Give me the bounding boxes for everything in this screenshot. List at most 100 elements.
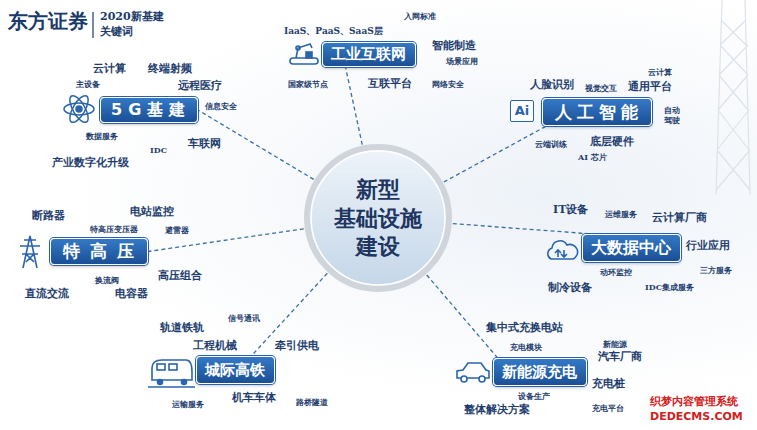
keyword: 充电模块 (510, 343, 542, 352)
keyword: 场景应用 (446, 57, 478, 66)
keyword: 数据服务 (86, 132, 118, 141)
keyword: 云计算 (93, 63, 126, 76)
keyword: IDC集成服务 (645, 283, 694, 292)
node-text: 特高压 (63, 240, 144, 263)
keyword: 制冷设备 (548, 282, 592, 295)
watermark: 织梦内容管理系统 (650, 396, 738, 409)
keyword: 避雷器 (165, 226, 189, 235)
background-tower (716, 0, 750, 195)
node-text: 人工智能 (555, 101, 643, 124)
dashed-connector (251, 273, 327, 356)
train-icon (148, 386, 195, 388)
keyword: 新能源 (603, 340, 627, 349)
keyword: 充电平台 (592, 404, 624, 413)
atom-icon (66, 93, 91, 125)
cloud-icon (548, 241, 578, 259)
factory-robot-icon (306, 52, 312, 58)
factory-robot-icon (296, 46, 300, 50)
car-icon (461, 376, 467, 382)
keyword: 主设备 (76, 80, 100, 89)
keyword: 自动 驾驶 (664, 106, 682, 125)
keyword: 入网标准 (404, 12, 436, 21)
pylon-icon (20, 236, 40, 268)
train-icon (148, 360, 195, 387)
category-box: 特高压 (50, 238, 148, 265)
car-icon (457, 363, 489, 378)
keyword: 终端射频 (148, 63, 192, 76)
keyword: 电容器 (115, 288, 148, 301)
cloud-icon (548, 241, 578, 259)
keyword: 高压组合 (158, 270, 202, 283)
keyword: 机车车体 (232, 392, 276, 405)
category-box: 5G基建 (100, 97, 198, 123)
node-text: 城际高铁 (205, 361, 265, 380)
car-icon (457, 363, 489, 382)
keyword: 行业应用 (686, 240, 730, 253)
keyword: 汽车厂商 (598, 351, 642, 364)
node-text: 工业互联网 (331, 45, 406, 64)
keyword: 运输服务 (172, 400, 204, 409)
category-box: 工业互联网 (322, 42, 416, 67)
keyword: 动环监控 (600, 268, 632, 277)
keyword: 特高压变压器 (90, 225, 138, 234)
atom-icon (64, 93, 94, 125)
keyword: 产业数字化升级 (52, 157, 129, 170)
watermark: DEDECMS.COM (650, 411, 743, 424)
keyword: 互联平台 (368, 78, 412, 91)
car-icon (479, 376, 485, 382)
keyword: 视觉交互 (585, 84, 617, 93)
keyword: 电站监控 (130, 206, 174, 219)
circle-ring (311, 151, 445, 285)
factory-robot-icon (296, 44, 312, 58)
keyword: 运维服务 (605, 210, 637, 219)
dashed-connector (444, 126, 547, 182)
keyword: 轨道铁轨 (160, 322, 204, 335)
atom-icon (64, 103, 94, 115)
keyword: IaaS、PaaS、SaaS层 (284, 26, 383, 36)
keyword: 换流阀 (95, 276, 119, 285)
keyword: 充电桩 (592, 378, 625, 391)
keyword: 路桥隧道 (296, 398, 328, 407)
keyword: 智能制造 (432, 40, 476, 53)
train-icon (182, 380, 187, 385)
keyword: 人脸识别 (530, 79, 574, 92)
category-box: 大数据中心 (582, 234, 681, 262)
keyword: 云端训练 (535, 140, 567, 149)
keyword: IDC (150, 146, 167, 155)
node-text: 大数据中心 (591, 238, 671, 259)
category-box: 人工智能 (542, 98, 652, 126)
train-icon (152, 360, 192, 380)
factory-robot-icon (290, 44, 318, 64)
keyword: 整体解决方案 (464, 404, 530, 417)
dashed-connector (346, 67, 363, 145)
factory-robot-icon (290, 58, 318, 64)
keyword: 三方服务 (700, 266, 732, 275)
keyword: 信号通讯 (228, 314, 260, 323)
keyword: 底层硬件 (590, 136, 634, 149)
category-box: 新能源充电 (493, 358, 587, 386)
train-icon (158, 380, 163, 385)
atom-icon (76, 106, 82, 112)
keyword: 设备生产 (518, 392, 550, 401)
keyword: 集中式充换电站 (486, 322, 563, 335)
keyword: 云计算 (648, 68, 672, 77)
category-box: 城际高铁 (196, 356, 275, 384)
node-text: 5G基建 (111, 100, 191, 121)
dashed-connector (453, 224, 592, 234)
header-separator (92, 12, 93, 38)
keyword: 信息安全 (205, 102, 237, 111)
keyword: 车联网 (188, 138, 221, 151)
train-icon (157, 364, 165, 370)
pylon-icon (20, 236, 40, 268)
keyword: 断路器 (32, 210, 65, 223)
center-circle: 新型 基础设施 建设 (303, 143, 453, 293)
dashed-connector (427, 275, 498, 358)
ai-badge: Ai (510, 100, 534, 122)
keyword: 通用平台 (628, 81, 672, 94)
atom-icon (66, 93, 91, 125)
train-icon (169, 364, 177, 370)
keyword: 远程医疗 (178, 80, 222, 93)
brand-name: 东方证券 (8, 10, 88, 33)
circle-fill (307, 147, 449, 289)
